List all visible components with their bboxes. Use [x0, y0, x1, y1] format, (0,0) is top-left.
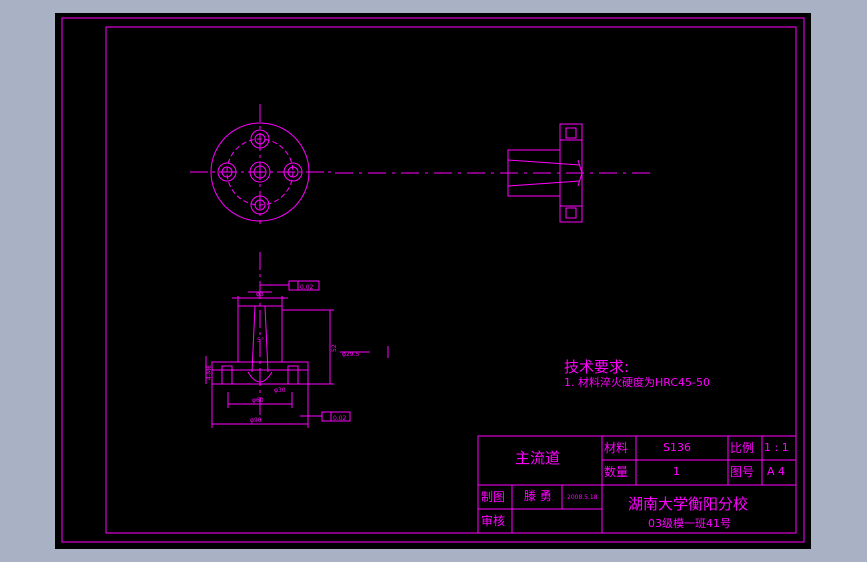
material-label: 材料 [604, 441, 628, 455]
top-view [190, 104, 335, 224]
dim-tolerance-bottom: 0.02 [333, 415, 347, 422]
school-name: 湖南大学衡阳分校 [628, 495, 748, 513]
drawn-by-name: 滕 勇 [524, 488, 552, 503]
section-view [205, 252, 389, 428]
scale-label: 比例 [730, 441, 754, 455]
scale-value: 1 : 1 [764, 441, 789, 454]
dim-width-mid: φ60 [252, 397, 264, 404]
material-value: S136 [663, 441, 691, 454]
part-name: 主流道 [515, 449, 560, 467]
drawing-number-label: 图号 [730, 465, 754, 479]
dim-tolerance-top: 0.02 [300, 284, 314, 291]
checked-by-label: 审核 [481, 513, 505, 528]
drawing-canvas [55, 13, 811, 549]
class-info: 03级模一班41号 [648, 517, 731, 530]
dim-top-diameter: φ3 [256, 291, 264, 298]
sheet-inner-border [105, 26, 797, 534]
dim-inner-diameter: φ30 [274, 387, 286, 394]
side-view [335, 123, 655, 223]
dim-width-bottom: φ90 [250, 417, 262, 424]
tech-requirements-title: 技术要求: [564, 358, 629, 376]
drawn-by-label: 制图 [481, 490, 505, 504]
tolerance-frame-bottom [321, 411, 351, 422]
sheet-outer-border [61, 17, 805, 543]
dim-thread-label: 4-M6 [206, 365, 213, 380]
quantity-value: 1 [673, 465, 680, 478]
drawing-number-value: A 4 [767, 465, 785, 478]
dim-hole-label: φ29.5 [342, 351, 360, 358]
tolerance-frame-top [288, 280, 320, 291]
drawn-date: 2008.5.18 [567, 494, 598, 501]
quantity-label: 数量 [604, 464, 628, 479]
dim-height: 52 [331, 344, 338, 352]
dim-angle: 5° [257, 337, 264, 344]
title-block [477, 435, 797, 534]
tech-requirements-item: 1. 材料淬火硬度为HRC45-50 [564, 375, 710, 389]
